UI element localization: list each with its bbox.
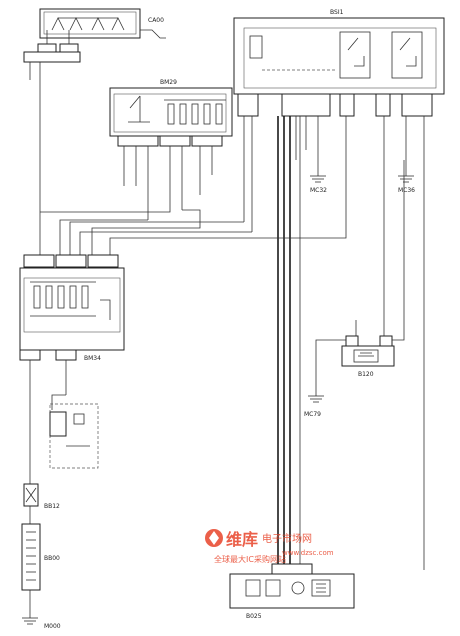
mc36-label: MC36 <box>398 187 415 194</box>
connector-ca00-b <box>59 43 79 53</box>
bm29-switch-s1 <box>128 95 150 123</box>
connector-ca00-bus <box>23 51 81 63</box>
bm34-connector-a <box>19 349 41 361</box>
b120-sensor: B120 <box>341 320 395 378</box>
mc36-ground: MC36 <box>398 160 415 194</box>
ca00-label: CA00 <box>148 17 164 24</box>
bus-wires <box>40 160 385 320</box>
watermark-brand: 维库 <box>226 530 258 549</box>
ca00-ignition-switch: CA00 <box>39 8 166 39</box>
bm29-connector-a <box>117 135 159 147</box>
b025-module: B025 <box>229 563 355 620</box>
key-lever <box>140 29 166 39</box>
mc79-label: MC79 <box>304 411 321 418</box>
bb00-battery: BB00 <box>21 523 60 591</box>
watermark-tagline: 全球最大IC采购网站 <box>214 554 286 564</box>
bb00-label: BB00 <box>44 555 60 562</box>
relay-box <box>49 403 99 469</box>
bm29-connector-c <box>191 135 223 147</box>
bsi1-connector-c <box>339 93 355 117</box>
bm34-fusebox: BM34 <box>19 254 125 362</box>
dzsc-watermark: 维库 电子市场网 www.dzsc.com 全球最大IC采购网站 <box>205 529 334 564</box>
bsi1-connector-b <box>281 93 331 117</box>
bm34-connector-b <box>55 349 77 361</box>
bb12-connector: BB12 <box>23 483 60 510</box>
bm29-fusebox: BM29 <box>109 79 233 137</box>
watermark-text: 电子市场网 <box>262 532 312 545</box>
m000-ground: M000 <box>22 590 61 630</box>
bsi1-connector-e <box>401 93 433 117</box>
mc32-label: MC32 <box>310 187 327 194</box>
bm29-fuses <box>164 99 226 125</box>
mc79-ground: MC79 <box>304 395 324 418</box>
m000-label: M000 <box>44 623 61 630</box>
bm29-label: BM29 <box>160 79 177 86</box>
bsi1-connector-a <box>237 93 259 117</box>
b025-label: B025 <box>246 613 262 620</box>
bsi1-connector-d <box>375 93 391 117</box>
bsi1-label: BSI1 <box>330 9 344 16</box>
bm29-connector-b <box>159 135 191 147</box>
bsi1-module: BSI1 <box>233 9 445 95</box>
bb12-label: BB12 <box>44 503 60 510</box>
connector-ca00-a <box>37 43 57 53</box>
bm34-label: BM34 <box>84 355 101 362</box>
mc32-ground: MC32 <box>310 150 327 194</box>
b120-label: B120 <box>358 371 374 378</box>
watermark-url: www.dzsc.com <box>282 549 334 557</box>
